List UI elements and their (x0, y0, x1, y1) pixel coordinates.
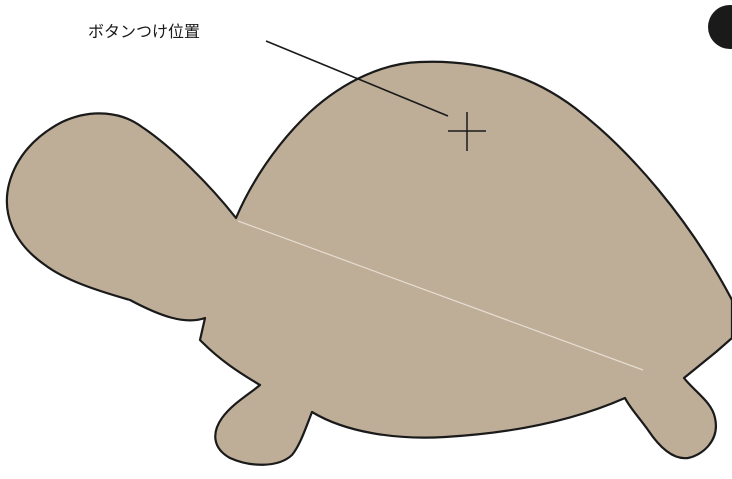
cross-marker (448, 112, 486, 151)
button-position-label: ボタンつけ位置 (88, 22, 201, 41)
black-dot-icon (708, 5, 732, 49)
turtle-body-outline (5, 60, 732, 466)
callout-leader-line (265, 40, 449, 117)
shell-seam-line (237, 220, 644, 371)
